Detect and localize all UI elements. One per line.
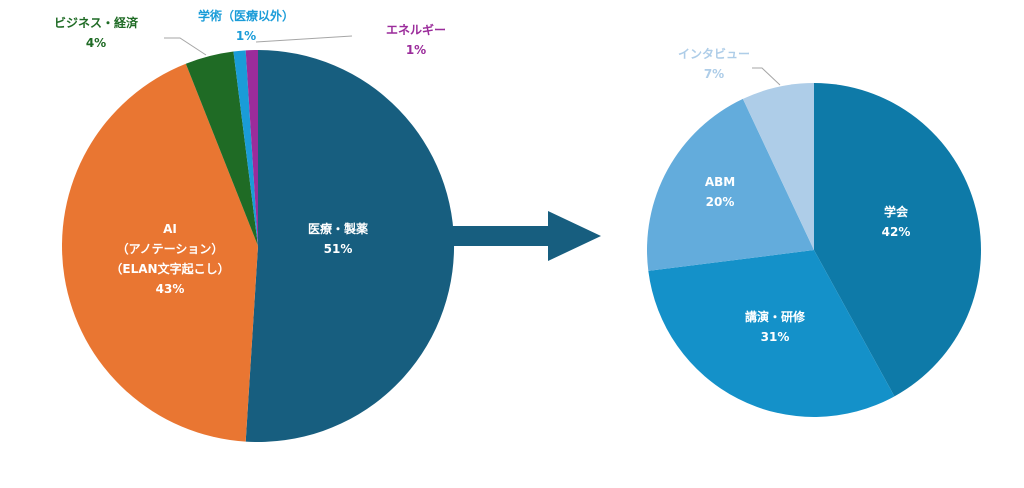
pie2-value-label-1: 31% xyxy=(761,330,790,344)
pie2-slice-1 xyxy=(648,250,895,417)
pie2-category-label-0: 学会 xyxy=(884,204,909,219)
pie2-value-label-2: 20% xyxy=(706,195,735,209)
pie1-category-label-4: エネルギー xyxy=(386,22,446,37)
right-arrow-icon xyxy=(453,211,601,261)
pie1-value-label-0: 51% xyxy=(324,242,353,256)
pie2-value-label-0: 42% xyxy=(882,225,911,239)
pie1-category-label-3: 学術（医療以外） xyxy=(198,8,294,23)
pie1-value-label-4: 1% xyxy=(406,43,426,57)
pie1-slice-4 xyxy=(245,50,258,246)
pie1-category-label-1: AI xyxy=(163,222,177,236)
pie2-category-label-3: インタビュー xyxy=(678,46,750,61)
pie2-slice-3 xyxy=(742,83,814,250)
pie-chart-industries: 医療・製薬 51% AI （アノテーション） （ELAN文字起こし） 43% ビジネス・経済… xyxy=(54,8,455,443)
pie1-category-label-1: （アノテーション） xyxy=(117,241,224,256)
pie-chart-medical-breakdown: 学会 42% 講演・研修 31% ABM 20% インタビュー 7% xyxy=(647,46,981,417)
pie2-value-label-3: 7% xyxy=(704,67,724,81)
pie1-slice-0 xyxy=(245,49,455,443)
pie1-callout-line-4 xyxy=(255,35,353,43)
pie1-category-label-0: 医療・製薬 xyxy=(308,221,368,236)
pie1-value-label-1: 43% xyxy=(156,282,185,296)
pie1-category-label-1: （ELAN文字起こし） xyxy=(110,261,229,276)
pie1-value-label-2: 4% xyxy=(86,36,106,50)
pie1-slice-1 xyxy=(62,63,259,442)
pie1-slice-3 xyxy=(233,50,258,246)
pie1-category-label-2: ビジネス・経済 xyxy=(54,15,139,30)
pie2-category-label-1: 講演・研修 xyxy=(745,309,806,324)
pie1-callout-line-2 xyxy=(164,37,207,56)
pie2-callout-line-3 xyxy=(752,67,781,86)
pie1-slice-2 xyxy=(185,51,258,246)
pie1-value-label-3: 1% xyxy=(236,29,256,43)
pie2-slice-2 xyxy=(647,98,814,271)
pie2-slice-0 xyxy=(814,83,981,397)
pie2-category-label-2: ABM xyxy=(705,175,735,189)
